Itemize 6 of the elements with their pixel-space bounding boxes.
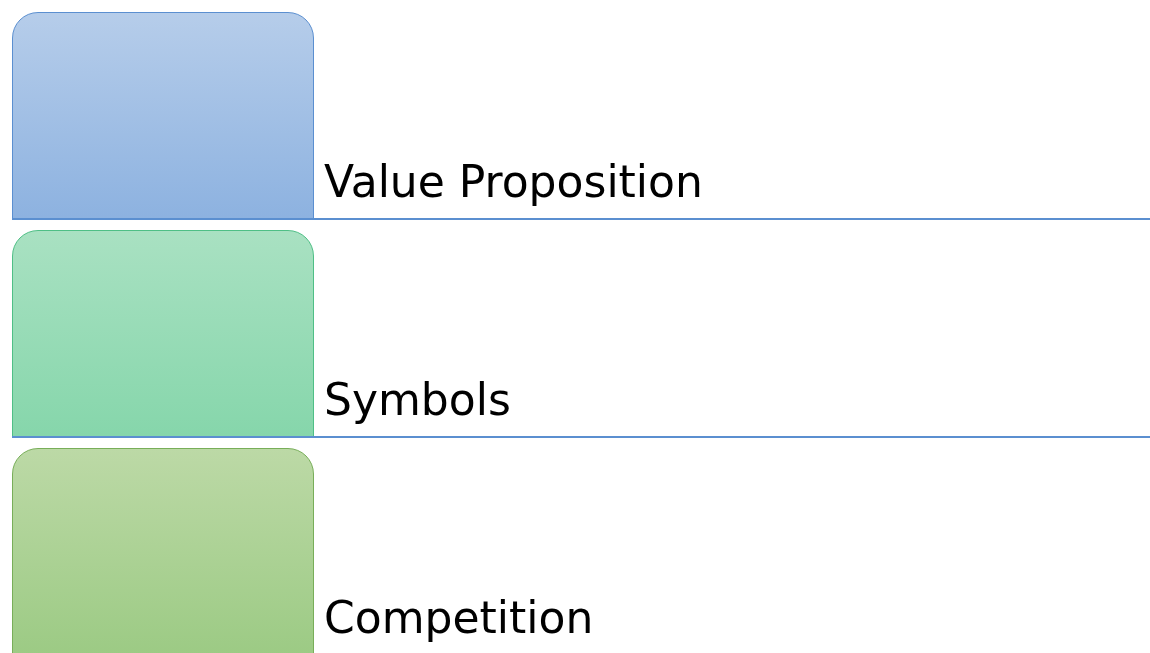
category-label: Symbols [324,378,511,422]
category-label: Value Proposition [324,160,703,204]
rounded-tab-box [12,448,314,653]
rounded-tab-box [12,12,314,219]
category-label: Competition [324,596,594,640]
rounded-tab-box [12,230,314,437]
